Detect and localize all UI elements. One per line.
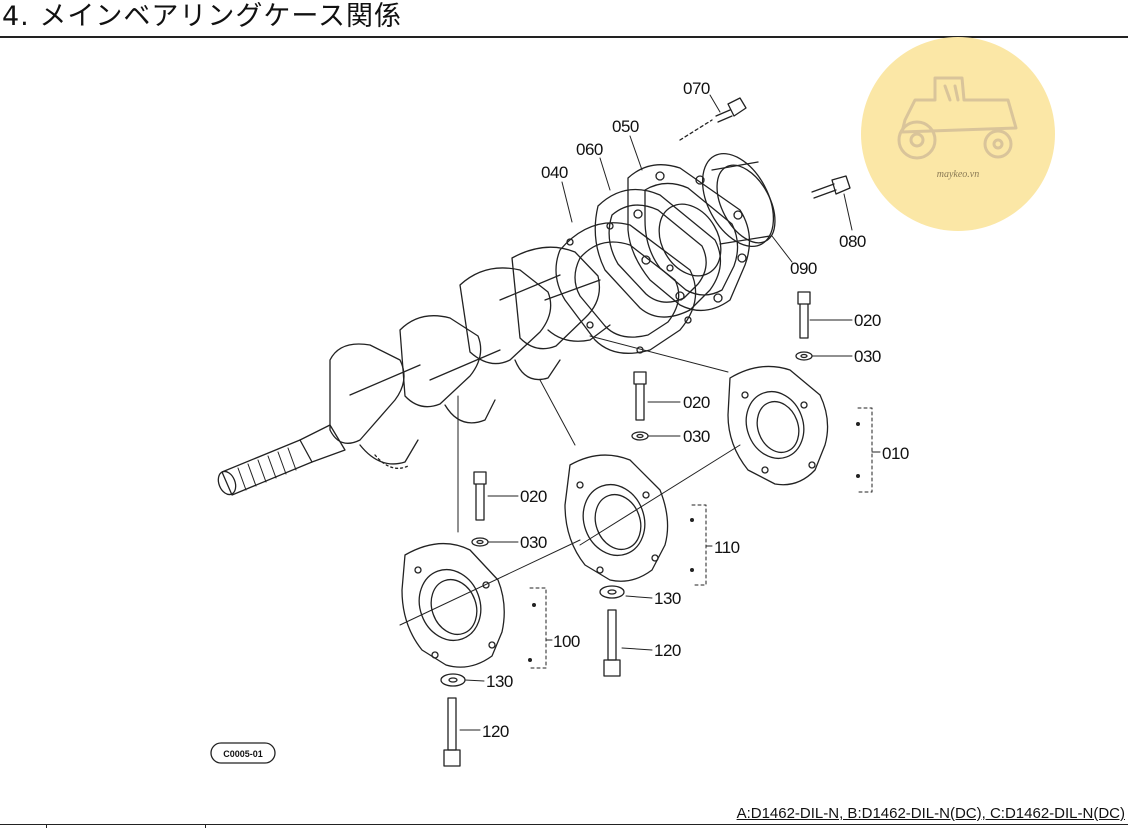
label-050: 050	[612, 117, 639, 136]
label-010: 010	[882, 444, 909, 463]
label-120-front: 120	[482, 722, 509, 741]
label-030-rear: 030	[854, 347, 881, 366]
label-020-rear: 020	[854, 311, 881, 330]
assembly-lines	[399, 335, 741, 626]
footer-tick	[46, 824, 47, 828]
part-090-oil-seal	[701, 153, 776, 247]
label-020-mid: 020	[683, 393, 710, 412]
label-060: 060	[576, 140, 603, 159]
bracket-dots	[528, 422, 860, 662]
part-120-bolts	[443, 609, 621, 767]
label-090: 090	[790, 259, 817, 278]
label-100: 100	[553, 632, 580, 651]
label-040: 040	[541, 163, 568, 182]
part-060-gasket	[594, 188, 722, 318]
footer-tick	[205, 824, 206, 828]
page-title: 4. メインベアリングケース関係	[2, 1, 402, 32]
figure-code: C0005-01	[223, 749, 263, 759]
part-100-bearing-case	[401, 542, 505, 668]
label-070: 070	[683, 79, 710, 98]
label-020-front: 020	[520, 487, 547, 506]
footer-rule	[0, 824, 1128, 825]
label-030-front: 030	[520, 533, 547, 552]
part-030-washers	[471, 351, 813, 547]
part-080-bolt	[811, 175, 851, 199]
crankshaft	[217, 246, 611, 496]
title-underline	[0, 36, 1128, 38]
part-040-gasket	[555, 222, 697, 354]
callout-labels: 070 050 060 040 080 090 020 030 010 020 …	[223, 79, 909, 759]
label-130-mid: 130	[654, 589, 681, 608]
watermark-text: maykeo.vn	[937, 169, 979, 180]
callout-leaders	[459, 94, 881, 731]
figure-code-badge	[210, 742, 276, 764]
part-070-screw	[679, 97, 747, 141]
label-130-front: 130	[486, 672, 513, 691]
label-030-mid: 030	[683, 427, 710, 446]
part-010-bearing-case	[727, 365, 829, 486]
tractor-icon	[897, 76, 1018, 160]
part-110-bearing-case	[564, 454, 669, 582]
part-020-bolts	[473, 291, 811, 521]
label-120-mid: 120	[654, 641, 681, 660]
part-050-housing	[627, 164, 751, 312]
label-110: 110	[714, 538, 740, 557]
model-applicability-footer: A:D1462-DIL-N, B:D1462-DIL-N(DC), C:D146…	[736, 805, 1125, 822]
watermark-logo: maykeo.vn	[861, 37, 1055, 231]
label-080: 080	[839, 232, 866, 251]
